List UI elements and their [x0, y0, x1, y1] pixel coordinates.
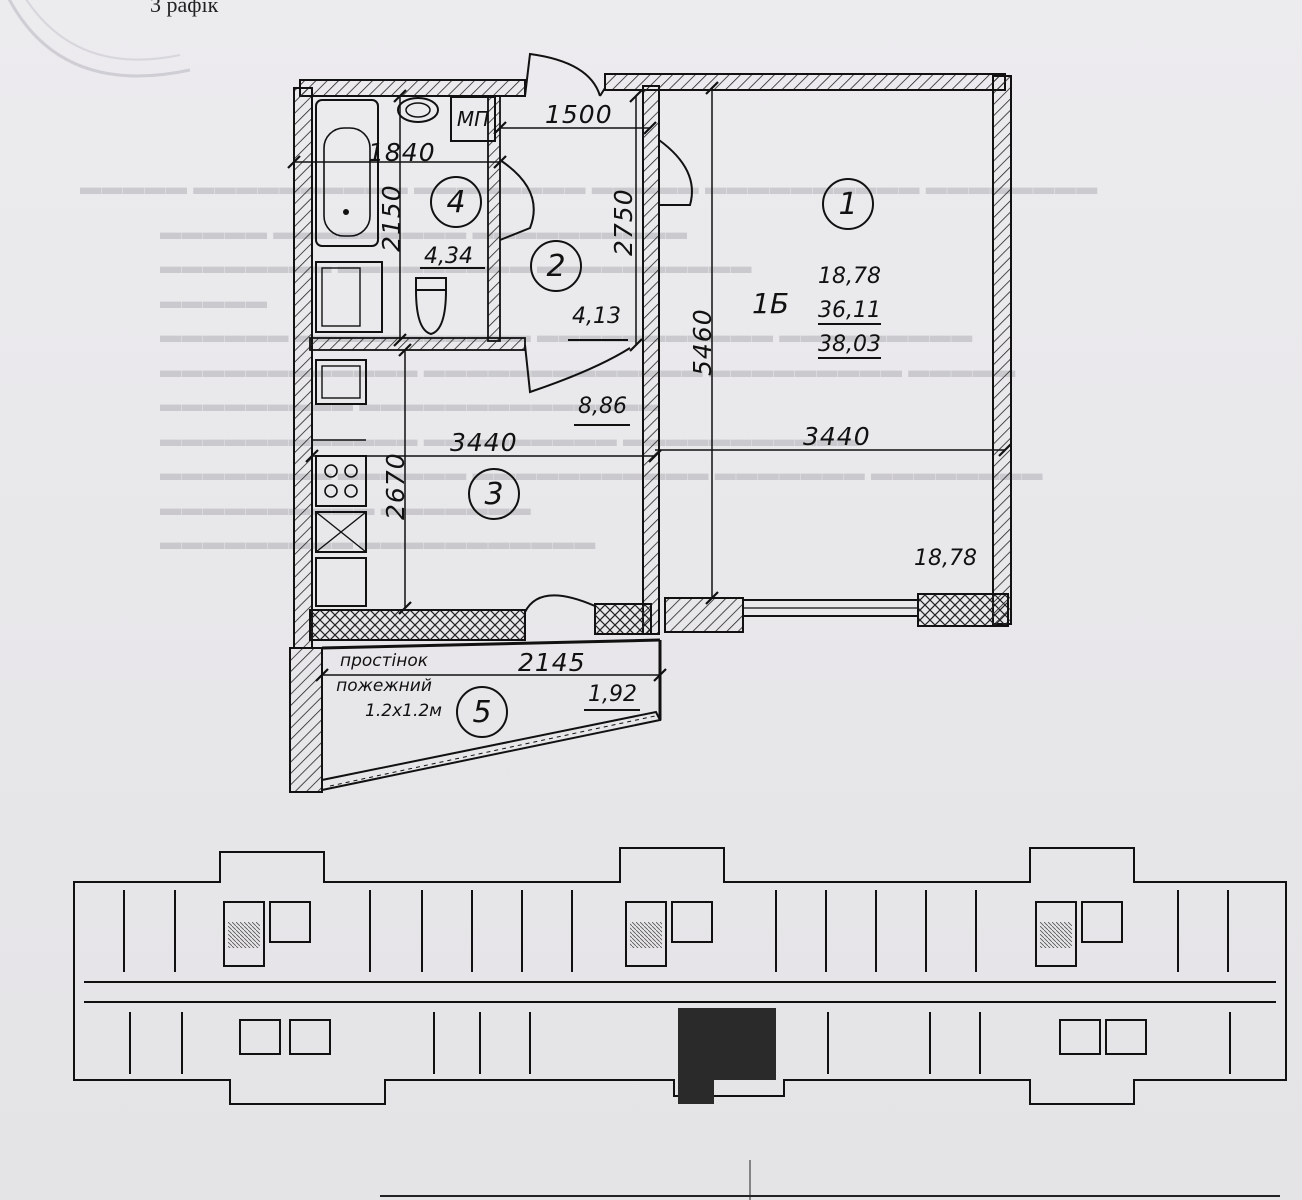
fire-partition-note: простінок пожежний 1.2x1.2м [322, 649, 446, 724]
room-number-2: 2 [530, 240, 582, 292]
door-room-1 [658, 139, 693, 206]
wall-top-room [604, 73, 1006, 91]
door-kitchen [524, 344, 631, 394]
dim-bath-height: 2150 [377, 184, 406, 252]
door-balcony [524, 594, 596, 613]
toilet [415, 277, 447, 291]
dim-bath-width: 1840 [368, 138, 436, 167]
header-snippet: 3 рафік [150, 0, 219, 17]
room-number-3: 3 [468, 468, 520, 520]
wall-bottom-kitchen [309, 609, 526, 641]
apartment-total-area: 36,11 [818, 298, 881, 325]
dim-corridor-height: 2750 [609, 188, 638, 256]
dimension-ticks [287, 81, 1012, 682]
apartment-plan [287, 52, 1012, 793]
room-area-5: 1,92 [588, 682, 637, 707]
room-area-3: 8,86 [578, 394, 627, 419]
apartment-living-area: 18,78 [818, 264, 881, 289]
room-area-2: 4,13 [572, 304, 621, 329]
selected-apartment [678, 1008, 776, 1080]
sink [397, 97, 439, 123]
room-number-1: 1 [822, 178, 874, 230]
dim-balcony-width: 2145 [518, 648, 586, 677]
service-closet-label: МП [450, 96, 496, 142]
wall-bottom-mid [594, 603, 652, 635]
room-area-4: 4,34 [424, 244, 473, 269]
stamp-seal [7, 0, 191, 78]
stove [315, 455, 367, 507]
wall-bottom-room-r [917, 593, 1009, 627]
bottom-edge-lines [380, 1160, 1280, 1200]
bleed-through-text: ▬▬▬▬▬ ▬▬▬▬▬▬▬▬▬▬ ▬▬▬▬▬▬▬▬ ▬▬▬▬▬ ▬▬▬▬▬▬▬▬… [80, 175, 1098, 554]
dim-corridor-width: 1500 [545, 100, 613, 129]
apartment-total-with-balcony: 38,03 [818, 332, 881, 359]
fire-partition-line-2: пожежний [336, 676, 432, 696]
wall-bottom-room-l [664, 597, 744, 633]
fire-partition-line-1: простінок [339, 651, 429, 671]
room-area-1: 18,78 [914, 546, 977, 571]
fire-partition-line-3: 1.2x1.2м [365, 701, 442, 721]
fridge [315, 557, 367, 607]
dim-kitchen-width: 3440 [450, 428, 518, 457]
washing-machine [315, 261, 383, 333]
room-number-5: 5 [456, 686, 508, 738]
room-number-4: 4 [430, 176, 482, 228]
wall-left [293, 87, 313, 649]
dim-kitchen-height: 2670 [381, 452, 410, 520]
wall-top-left [299, 79, 526, 97]
wall-partition [642, 85, 660, 635]
dim-room-width: 3440 [803, 422, 871, 451]
dimension-lines [294, 88, 1005, 676]
wall-balcony-left [289, 647, 323, 793]
apartment-type: 1Б [752, 287, 790, 320]
floor-overview-plan [73, 847, 1287, 1105]
ventilation-shaft [315, 511, 367, 553]
entrance-door [524, 52, 601, 97]
wall-right [992, 75, 1012, 625]
bathtub [315, 99, 379, 247]
kitchen-sink [315, 359, 367, 405]
wall-bath-bottom [309, 337, 526, 351]
door-bath [499, 159, 535, 241]
dim-room-height: 5460 [688, 308, 717, 376]
